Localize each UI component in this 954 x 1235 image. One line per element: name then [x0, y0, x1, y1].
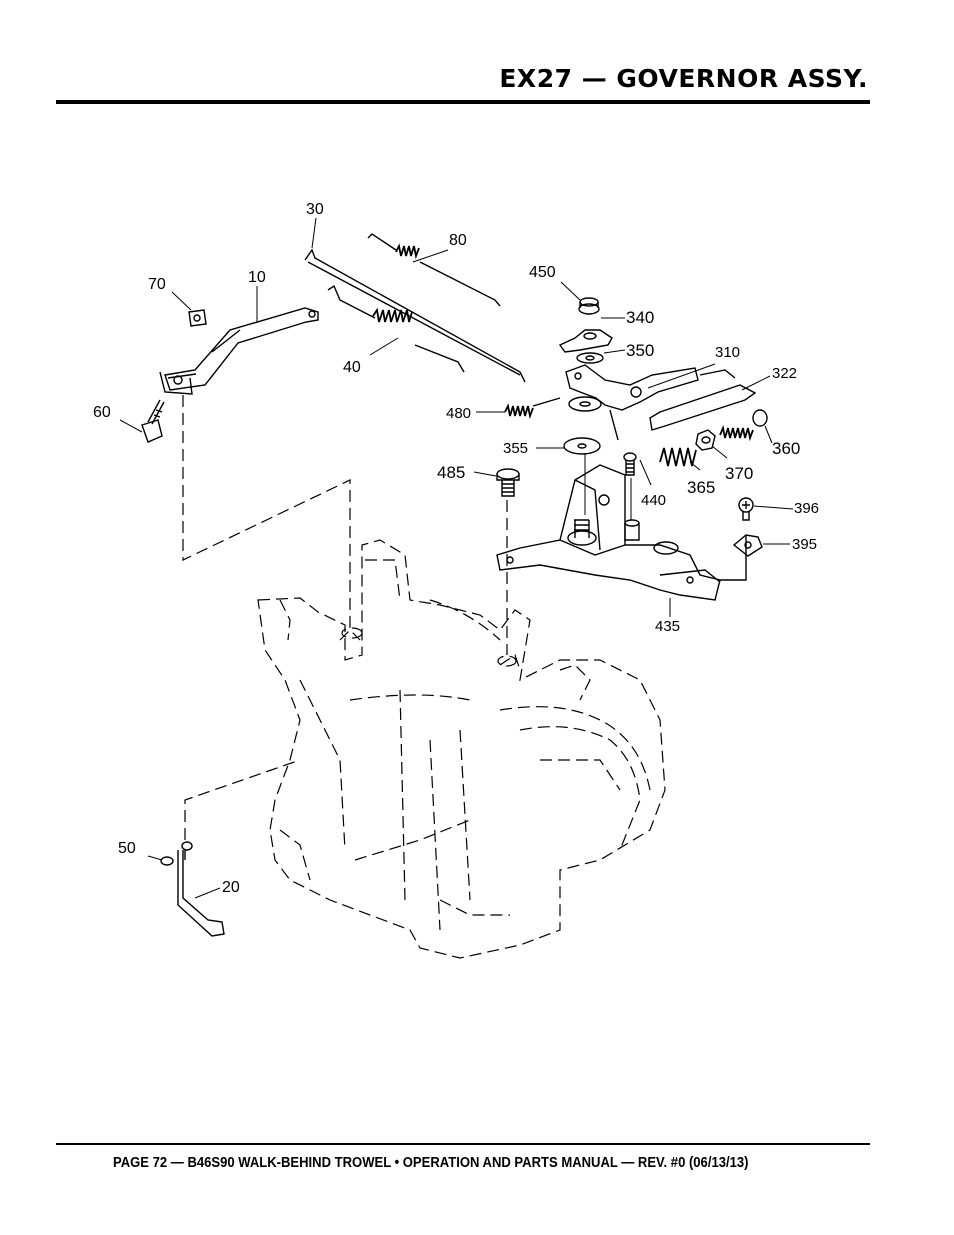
callout-322: 322 — [772, 365, 797, 382]
bolt-60 — [141, 399, 165, 443]
clip-50 — [160, 856, 174, 866]
page-title: EX27 — GOVERNOR ASSY. — [499, 64, 868, 93]
screw-396 — [738, 497, 754, 521]
callout-360: 360 — [772, 439, 800, 458]
governor-rod-30 — [304, 248, 526, 383]
leader-lines — [119, 217, 794, 899]
callout-60: 60 — [93, 404, 111, 421]
callout-485: 485 — [437, 463, 465, 482]
spring-40 — [327, 284, 465, 373]
governor-shaft-20 — [177, 841, 225, 937]
link-plate-322 — [649, 369, 757, 431]
callout-10: 10 — [248, 269, 266, 286]
bracket-plate-435 — [496, 464, 721, 601]
cap-450 — [578, 297, 600, 315]
callout-70: 70 — [148, 276, 166, 293]
washer-plate-340 — [558, 329, 613, 353]
callout-40: 40 — [343, 359, 361, 376]
callout-50: 50 — [118, 840, 136, 857]
callout-355: 355 — [503, 440, 528, 457]
spring-365 — [659, 447, 697, 467]
callout-310: 310 — [715, 344, 740, 361]
governor-lever-10 — [159, 307, 319, 395]
callout-395: 395 — [792, 536, 817, 553]
callout-370: 370 — [725, 464, 753, 483]
page-footer: PAGE 72 — B46S90 WALK-BEHIND TROWEL • OP… — [113, 1155, 749, 1171]
clamp-395 — [720, 534, 763, 581]
callout-450: 450 — [529, 264, 556, 281]
spring-480 — [504, 397, 561, 420]
nut-370 — [695, 429, 716, 451]
callout-365: 365 — [687, 478, 715, 497]
callout-435: 435 — [655, 618, 680, 635]
callout-labels: 10 20 30 40 50 60 70 80 310 322 340 350 … — [93, 201, 819, 896]
callout-480: 480 — [446, 405, 471, 422]
footer-rule — [56, 1143, 870, 1145]
header-rule — [56, 100, 870, 104]
washer-350 — [576, 352, 604, 364]
screw-440 — [623, 452, 637, 476]
callout-350: 350 — [626, 341, 654, 360]
callout-340: 340 — [626, 308, 654, 327]
assembly-lines — [182, 395, 508, 840]
callout-440: 440 — [641, 492, 666, 509]
callout-80: 80 — [449, 232, 467, 249]
callout-30: 30 — [306, 201, 324, 218]
callout-396: 396 — [794, 500, 819, 517]
collar — [624, 519, 640, 541]
spring-80 — [367, 233, 501, 307]
bolt-485 — [496, 468, 520, 497]
screw-360 — [719, 409, 768, 442]
nut-70 — [188, 309, 207, 327]
lever-310 — [565, 364, 699, 441]
disc-355 — [563, 396, 602, 455]
engine-block-outline — [257, 539, 666, 959]
callout-20: 20 — [222, 879, 240, 896]
